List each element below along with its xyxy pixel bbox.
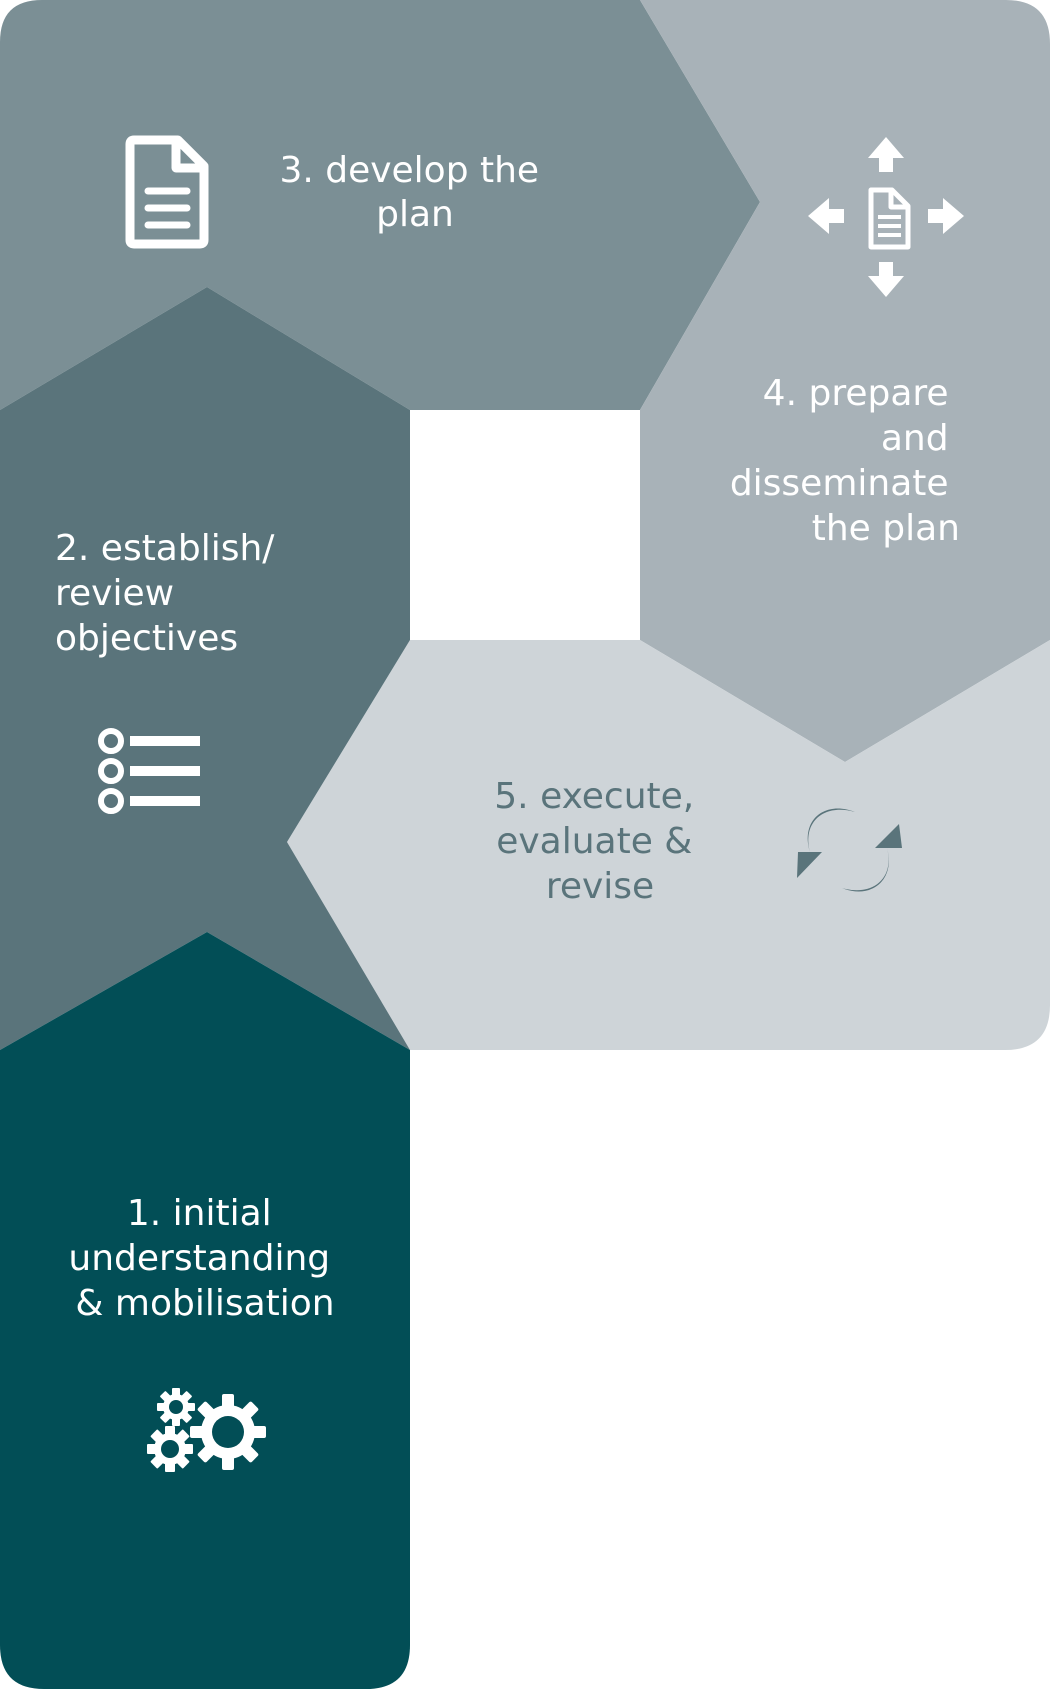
step-1-shape <box>0 932 410 1689</box>
step-2-label: 2. establish/ review objectives <box>55 528 286 659</box>
step-5-label: 5. execute, evaluate & revise <box>494 776 705 907</box>
document-arrows-icon <box>808 137 964 297</box>
gears-icon <box>147 1388 266 1472</box>
step-2-shape <box>0 287 410 1050</box>
list-icon <box>98 728 200 814</box>
step-5-shape <box>287 640 1050 1050</box>
step-1-label: 1. initial understanding & mobilisation <box>68 1193 341 1324</box>
document-icon <box>125 135 209 249</box>
step-3-shape <box>0 0 760 410</box>
refresh-icon <box>797 808 902 892</box>
step-3-label: 3. develop the plan <box>279 150 550 235</box>
step-4-label: 4. prepare and disseminate the plan <box>730 373 960 549</box>
step-4-shape <box>640 0 1050 762</box>
